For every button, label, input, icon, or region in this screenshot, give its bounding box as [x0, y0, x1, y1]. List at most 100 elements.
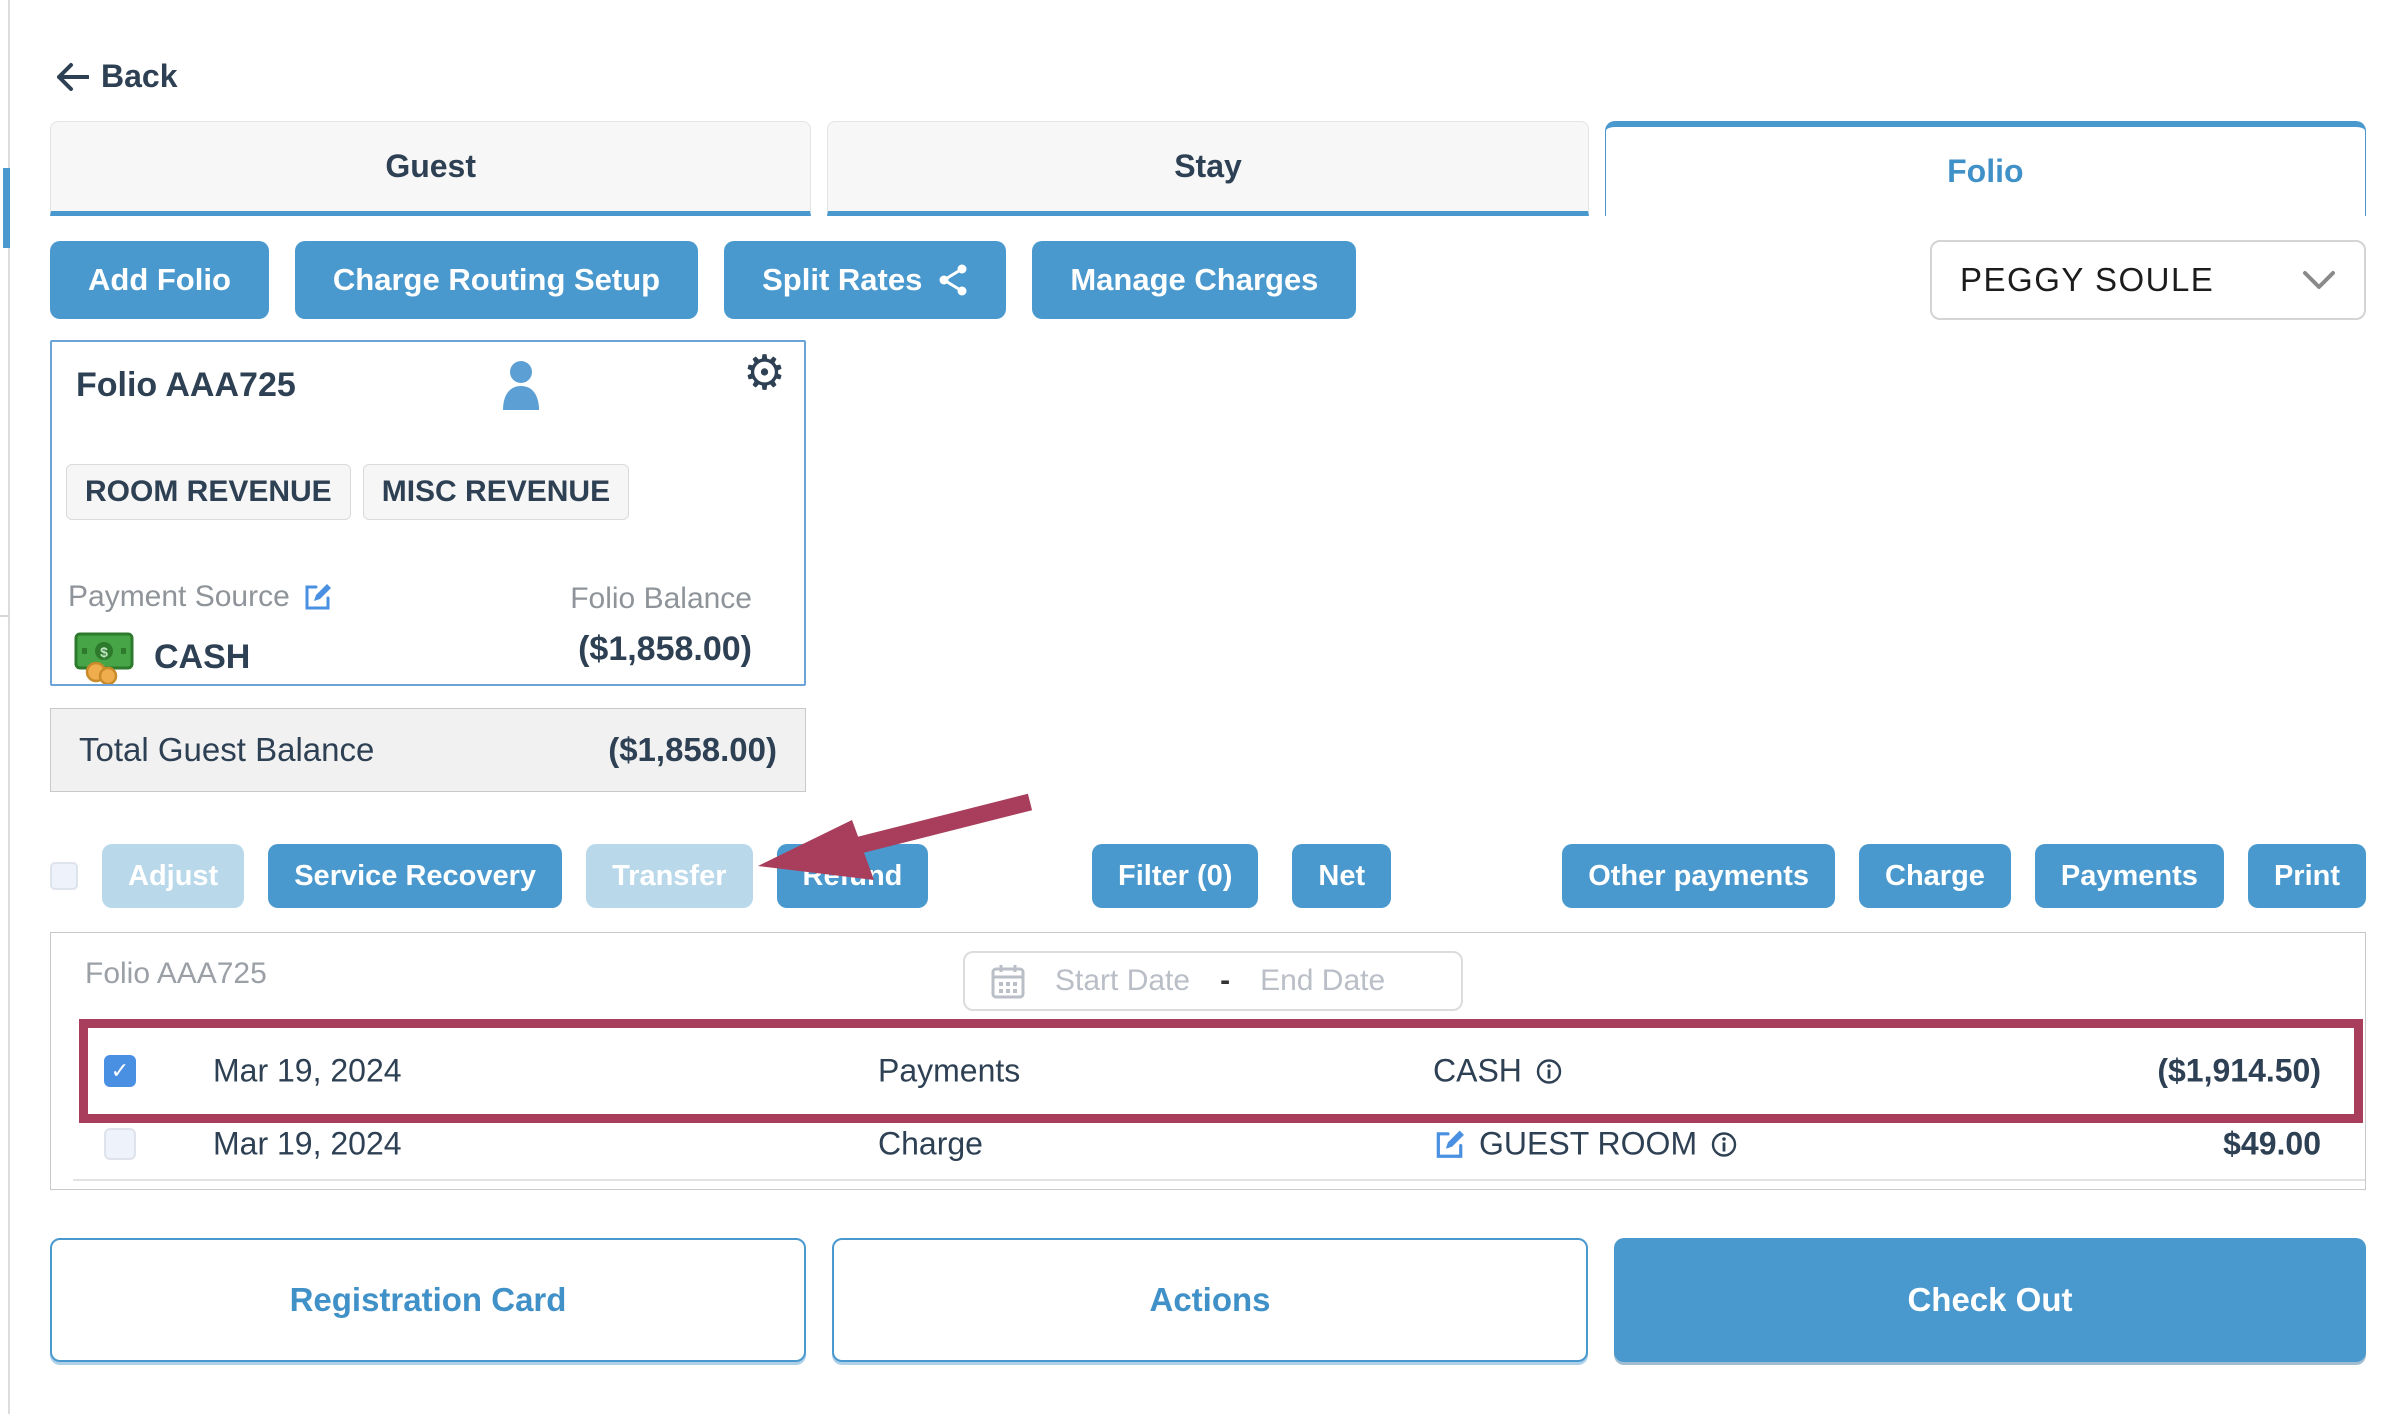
payment-source-value: CASH	[154, 637, 251, 676]
row-divider	[73, 1179, 2365, 1181]
row-description: CASH	[1433, 1053, 1562, 1090]
split-rates-label: Split Rates	[762, 262, 923, 297]
payments-button[interactable]: Payments	[2034, 844, 2224, 908]
tab-stay-label: Stay	[1174, 148, 1242, 184]
manage-charges-button[interactable]: Manage Charges	[1032, 241, 1357, 319]
guest-selector-dropdown[interactable]: PEGGY SOULE	[1930, 240, 2366, 320]
folio-toolbar: Add Folio Charge Routing Setup Split Rat…	[50, 240, 2366, 320]
tab-guest[interactable]: Guest	[50, 121, 812, 216]
charge-button[interactable]: Charge	[1859, 844, 2011, 908]
ledger-folio-label: Folio AAA725	[85, 957, 267, 990]
select-all-checkbox[interactable]	[50, 862, 78, 890]
transfer-button[interactable]: Transfer	[586, 844, 753, 908]
net-button[interactable]: Net	[1292, 844, 1392, 908]
tab-stay[interactable]: Stay	[827, 121, 1589, 216]
payment-source-value-row: $ CASH	[74, 630, 250, 684]
ledger-row-charge[interactable]: Mar 19, 2024 Charge GUEST ROOM $49.00	[51, 1116, 2365, 1172]
chevron-down-icon	[2302, 269, 2336, 291]
svg-text:$: $	[100, 644, 108, 660]
tab-folio[interactable]: Folio	[1604, 121, 2366, 216]
folio-balance-value: ($1,858.00)	[578, 630, 752, 668]
back-label: Back	[101, 58, 178, 94]
split-rates-button[interactable]: Split Rates	[724, 241, 1007, 319]
row-date: Mar 19, 2024	[213, 1052, 402, 1089]
service-recovery-button[interactable]: Service Recovery	[268, 844, 563, 908]
row-description: GUEST ROOM	[1433, 1126, 1737, 1163]
row-description-text: CASH	[1433, 1052, 1522, 1089]
ledger-row-payment[interactable]: ✓ Mar 19, 2024 Payments CASH ($1,914.50)	[51, 1028, 2365, 1114]
footer-actions: Registration Card Actions Check Out	[50, 1238, 2366, 1362]
refund-button[interactable]: Refund	[776, 844, 929, 908]
charge-label: Charge	[1885, 859, 1985, 892]
payments-label: Payments	[2060, 859, 2198, 892]
guest-person-icon[interactable]	[500, 360, 542, 414]
folio-ledger-panel: Folio AAA725 Start Date - End Date ✓ Mar…	[50, 932, 2366, 1190]
edit-icon[interactable]	[302, 582, 332, 612]
guest-selector-value: PEGGY SOULE	[1960, 261, 2215, 298]
info-icon[interactable]	[1536, 1058, 1562, 1084]
tab-folio-label: Folio	[1947, 153, 2024, 189]
edit-icon[interactable]	[1433, 1128, 1465, 1160]
registration-card-button[interactable]: Registration Card	[50, 1238, 806, 1362]
selection-actions-right: Other payments Charge Payments Print	[1562, 843, 2366, 909]
transfer-label: Transfer	[612, 859, 727, 892]
registration-card-label: Registration Card	[289, 1281, 567, 1318]
charge-routing-label: Charge Routing Setup	[332, 262, 661, 297]
total-guest-balance-label: Total Guest Balance	[79, 731, 375, 768]
manage-charges-label: Manage Charges	[1070, 262, 1319, 297]
adjust-label: Adjust	[128, 859, 219, 892]
gear-icon[interactable]: ⚙	[742, 347, 786, 400]
selection-actions-middle: Filter (0) Net	[1092, 843, 1392, 909]
tag-misc-revenue: MISC REVENUE	[362, 464, 630, 520]
payment-source-label: Payment Source	[68, 580, 290, 613]
cash-icon: $	[74, 630, 136, 684]
end-date-placeholder: End Date	[1260, 964, 1386, 997]
start-date-placeholder: Start Date	[1055, 964, 1191, 997]
other-payments-button[interactable]: Other payments	[1562, 844, 1835, 908]
selection-actions-row: Adjust Service Recovery Transfer Refund …	[50, 843, 2366, 909]
row-amount: ($1,914.50)	[2157, 1052, 2321, 1089]
check-out-button[interactable]: Check Out	[1614, 1238, 2366, 1362]
filter-button[interactable]: Filter (0)	[1092, 844, 1259, 908]
folio-card: Folio AAA725 ⚙ ROOM REVENUE MISC REVENUE…	[50, 340, 806, 686]
check-out-label: Check Out	[1907, 1281, 2073, 1318]
row-date: Mar 19, 2024	[213, 1125, 402, 1162]
left-divider-line	[8, 0, 10, 1414]
folio-card-title: Folio AAA725	[76, 366, 296, 404]
payment-source-label-row: Payment Source	[68, 580, 332, 614]
other-payments-label: Other payments	[1588, 859, 1809, 892]
check-icon: ✓	[110, 1058, 130, 1083]
add-folio-label: Add Folio	[88, 262, 231, 297]
row-type: Payments	[878, 1052, 1021, 1089]
row-checkbox-checked[interactable]: ✓	[104, 1055, 136, 1087]
row-type: Charge	[878, 1125, 983, 1162]
left-accent-bar	[3, 168, 10, 248]
row-description-text: GUEST ROOM	[1479, 1125, 1698, 1162]
date-range-picker[interactable]: Start Date - End Date	[963, 951, 1463, 1011]
adjust-button[interactable]: Adjust	[102, 844, 245, 908]
service-recovery-label: Service Recovery	[294, 859, 537, 892]
back-arrow-icon	[55, 62, 89, 92]
date-separator: -	[1220, 964, 1231, 997]
total-guest-balance-bar: Total Guest Balance ($1,858.00)	[50, 708, 806, 792]
filter-label: Filter (0)	[1118, 859, 1233, 892]
charge-routing-setup-button[interactable]: Charge Routing Setup	[294, 241, 699, 319]
tab-guest-label: Guest	[385, 148, 476, 184]
actions-label: Actions	[1149, 1281, 1271, 1318]
actions-button[interactable]: Actions	[832, 1238, 1588, 1362]
folio-balance-label: Folio Balance	[570, 582, 752, 615]
add-folio-button[interactable]: Add Folio	[50, 241, 269, 319]
revenue-tags: ROOM REVENUE MISC REVENUE	[66, 464, 630, 520]
calendar-icon	[991, 963, 1025, 999]
row-amount: $49.00	[2223, 1125, 2321, 1162]
info-icon[interactable]	[1711, 1131, 1737, 1157]
tab-bar: Guest Stay Folio	[50, 121, 2366, 216]
total-guest-balance-value: ($1,858.00)	[608, 731, 777, 768]
net-label: Net	[1318, 859, 1366, 892]
back-button[interactable]: Back	[55, 58, 178, 95]
tag-room-revenue: ROOM REVENUE	[66, 464, 351, 520]
selection-actions-left: Adjust Service Recovery Transfer Refund	[50, 843, 929, 909]
print-label: Print	[2273, 859, 2340, 892]
print-button[interactable]: Print	[2247, 844, 2366, 908]
row-checkbox-unchecked[interactable]	[104, 1128, 136, 1160]
